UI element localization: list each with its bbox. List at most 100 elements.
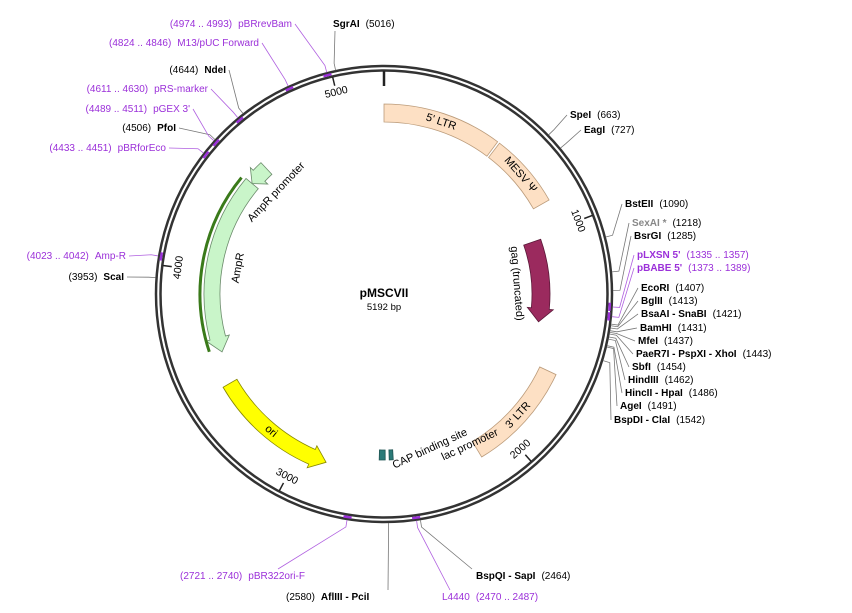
- site-leader-ndei: [228, 69, 244, 114]
- site-leader-bsrgi: [612, 235, 632, 291]
- tick-3000: [278, 482, 285, 492]
- site-leader-bglii: [610, 300, 639, 328]
- site-name-paer7i-pspxi-xhoi: PaeR7I - PspXI - XhoI: [636, 349, 737, 360]
- site-name-pfoi: PfoI: [157, 123, 176, 134]
- site-line-group: [126, 23, 639, 591]
- site-name-bamhi: BamHI: [640, 323, 672, 334]
- site-name-l4440: L4440: [442, 592, 470, 603]
- site-leader-bamhi: [609, 327, 638, 333]
- site-label-pgex-3: (4489 .. 4511)pGEX 3': [86, 104, 191, 115]
- site-label-plxsn-5: pLXSN 5'(1335 .. 1357): [637, 250, 749, 261]
- site-label-hindiii: HindIII (1462): [628, 375, 693, 386]
- site-label-bsrgi: BsrGI (1285): [634, 231, 696, 242]
- tick-label-2000: 2000: [508, 437, 534, 462]
- site-label-pfoi: (4506) PfoI: [122, 123, 176, 134]
- site-label-afliii-pcii: (2580)AflIII - PciI: [286, 592, 369, 603]
- site-leader-plxsn-5: [612, 254, 635, 308]
- tick-5000: [331, 76, 336, 86]
- site-pos-scai: (3953): [69, 272, 98, 283]
- site-pos-pbrforeco: (4433 .. 4451): [49, 143, 111, 154]
- site-pos-eagi: (727): [611, 125, 634, 136]
- site-label-bspqi-sapi: BspQI - SapI (2464): [476, 571, 570, 582]
- site-leader-bsaai-snabi: [610, 313, 639, 330]
- site-pos-hincii-hpai: (1486): [689, 388, 718, 399]
- site-name-spei: SpeI: [570, 110, 591, 121]
- primer-mark-amp-r: [159, 252, 164, 261]
- site-label-l4440: L4440(2470 .. 2487): [442, 592, 538, 603]
- site-label-mfei: MfeI (1437): [638, 336, 693, 347]
- primer-mark-pbabe-5: [607, 312, 611, 321]
- site-label-eagi: EagI(727): [584, 125, 634, 136]
- site-leader-pbrrevbam: [294, 23, 328, 73]
- site-label-bamhi: BamHI(1431): [640, 323, 707, 334]
- site-name-hincii-hpai: HincII - HpaI: [625, 388, 683, 399]
- tick-label-4000: 4000: [171, 255, 186, 280]
- site-pos-bsaai-snabi: (1421): [713, 309, 742, 320]
- site-name-scai: ScaI: [103, 272, 124, 283]
- site-label-sgrai: SgrAI(5016): [333, 19, 395, 30]
- site-leader-spei: [548, 114, 568, 136]
- primer-mark-pbr322ori-f: [343, 515, 352, 519]
- site-leader-bsteii: [605, 203, 623, 238]
- site-leader-eagi: [560, 129, 582, 149]
- feature-label-ampr: AmpR: [230, 252, 247, 284]
- site-label-sbfi: SbfI(1454): [632, 362, 686, 373]
- site-label-pbabe-5: pBABE 5'(1373 .. 1389): [637, 263, 750, 274]
- site-name-afliii-pcii: AflIII - PciI: [321, 592, 370, 603]
- site-pos-hindiii: (1462): [665, 375, 694, 386]
- site-leader-paer7i-pspxi-xhoi: [609, 333, 634, 355]
- site-label-spei: SpeI (663): [570, 110, 620, 121]
- site-name-agei: AgeI: [620, 401, 642, 412]
- site-name-ndei: NdeI: [204, 65, 226, 76]
- site-name-pbrforeco: pBRforEco: [118, 143, 167, 154]
- site-pos-pbrrevbam: (4974 .. 4993): [170, 19, 232, 30]
- site-pos-bspdi-clai: (1542): [676, 415, 705, 426]
- feature-3-ltr: [471, 366, 557, 458]
- site-leader-scai: [126, 276, 156, 279]
- site-pos-spei: (663): [597, 110, 620, 121]
- site-label-bsteii: BstEII(1090): [625, 199, 688, 210]
- site-leader-pbrforeco: [168, 147, 204, 154]
- site-label-ecori: EcoRI(1407): [641, 283, 704, 294]
- site-name-bsteii: BstEII: [625, 199, 654, 210]
- site-name-bspqi-sapi: BspQI - SapI: [476, 571, 536, 582]
- site-leader-sbfi: [608, 336, 630, 368]
- feature-mesv: [488, 142, 550, 210]
- site-label-agei: AgeI(1491): [620, 401, 677, 412]
- primer-mark-m13-puc-forward: [285, 85, 294, 92]
- site-leader-mfei: [609, 331, 636, 342]
- site-pos-mfei: (1437): [664, 336, 693, 347]
- tick-label-5000: 5000: [324, 84, 350, 101]
- site-pos-bsrgi: (1285): [667, 231, 696, 242]
- tick-label-3000: 3000: [274, 466, 300, 488]
- site-pos-ecori: (1407): [675, 283, 704, 294]
- site-leader-pbabe-5: [611, 267, 635, 318]
- site-name-mfei: MfeI: [638, 336, 658, 347]
- site-pos-pgex-3: (4489 .. 4511): [86, 104, 148, 115]
- site-label-m13-puc-forward: (4824 .. 4846)M13/pUC Forward: [109, 38, 259, 49]
- site-pos-amp-r: (4023 .. 4042): [27, 251, 89, 262]
- site-pos-pfoi: (4506): [122, 123, 151, 134]
- site-name-pbr322ori-f: pBR322ori-F: [248, 571, 305, 582]
- site-name-amp-r: Amp-R: [95, 251, 126, 262]
- site-leader-agei: [606, 346, 618, 407]
- primer-mark-l4440: [411, 515, 421, 520]
- primer-mark-pgex-3: [212, 138, 220, 147]
- site-label-paer7i-pspxi-xhoi: PaeR7I - PspXI - XhoI(1443): [636, 349, 772, 360]
- site-leader-ecori: [610, 287, 639, 326]
- site-pos-sexai: (1218): [672, 218, 701, 229]
- site-name-sexai: SexAI *: [632, 218, 667, 229]
- site-name-sgrai: SgrAI: [333, 19, 360, 30]
- site-label-group: SpeI(663)EagI(727)BstEII(1090)SexAI *(12…: [27, 19, 772, 603]
- feature-ori: [222, 378, 327, 469]
- site-leader-l4440: [416, 520, 451, 591]
- tick-label-1000: 1000: [568, 208, 588, 234]
- site-name-bsrgi: BsrGI: [634, 231, 661, 242]
- site-name-hindiii: HindIII: [628, 375, 659, 386]
- site-leader-pgex-3: [192, 108, 215, 142]
- site-pos-ndei: (4644): [169, 65, 198, 76]
- site-pos-bspqi-sapi: (2464): [541, 571, 570, 582]
- site-leader-bspqi-sapi: [420, 520, 473, 570]
